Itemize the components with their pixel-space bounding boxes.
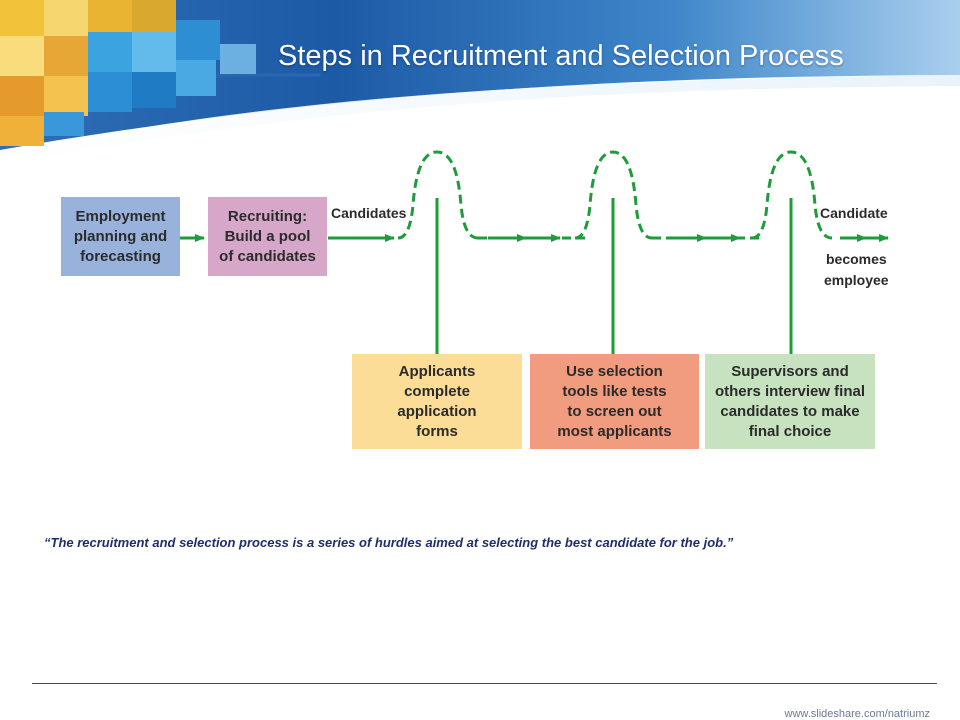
quote-text: “The recruitment and selection process i… (44, 535, 734, 550)
cubes-graphic (0, 0, 256, 146)
step-box-planning: Employment planning and forecasting (61, 197, 180, 276)
hurdle-box-interview: Supervisors and others interview final c… (705, 354, 875, 449)
hurdle-box-applicants: Applicants complete application forms (352, 354, 522, 449)
hurdle-1 (397, 150, 479, 240)
step-box-recruiting: Recruiting: Build a pool of candidates (208, 197, 327, 276)
hurdle-3 (751, 150, 833, 240)
header-banner (0, 0, 960, 160)
banner-background (0, 0, 960, 150)
banner-swoosh (0, 75, 960, 160)
footer-url: www.slideshare.com/natriumz (784, 708, 931, 720)
label-employee: employee (824, 272, 889, 288)
footer-divider (32, 683, 937, 684)
slide-title: Steps in Recruitment and Selection Proce… (278, 40, 844, 72)
label-becomes: becomes (826, 251, 887, 267)
hurdle-2 (574, 150, 653, 240)
hurdle-box-selection: Use selection tools like tests to screen… (530, 354, 699, 449)
label-candidates: Candidates (331, 205, 407, 221)
label-candidate: Candidate (820, 205, 888, 221)
